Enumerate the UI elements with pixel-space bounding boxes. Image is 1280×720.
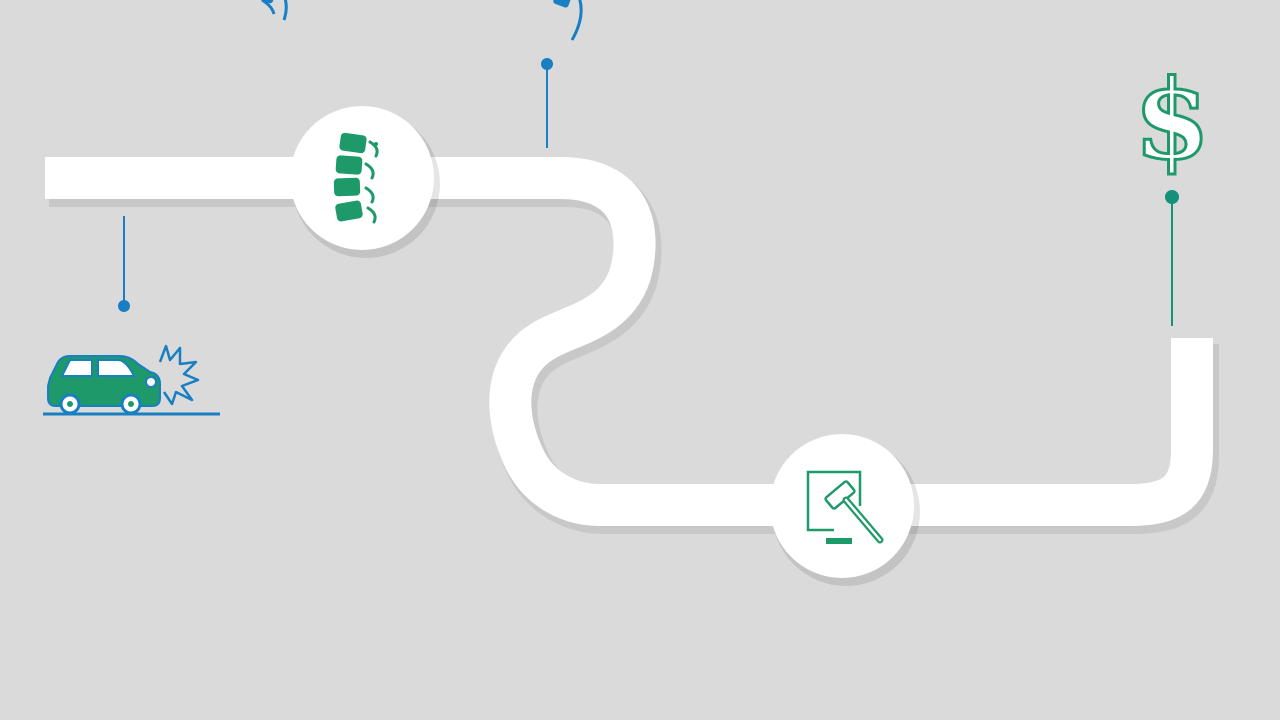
- pin-top: [541, 58, 553, 148]
- car-crash-icon: [43, 344, 220, 416]
- dollar-symbol: $: [1134, 55, 1211, 184]
- spine-partial-icon-left: [259, 0, 288, 21]
- gavel-document-icon: [806, 470, 884, 544]
- spine-icon: [333, 132, 379, 224]
- dollar-sign-icon: $: [1132, 54, 1212, 186]
- gavel-node: [770, 434, 920, 586]
- spine-partial-icon-right: [553, 0, 583, 41]
- road-path: [45, 157, 1219, 534]
- pin-dollar: [1165, 190, 1179, 326]
- pin-car: [118, 216, 130, 312]
- spine-node: [290, 106, 440, 258]
